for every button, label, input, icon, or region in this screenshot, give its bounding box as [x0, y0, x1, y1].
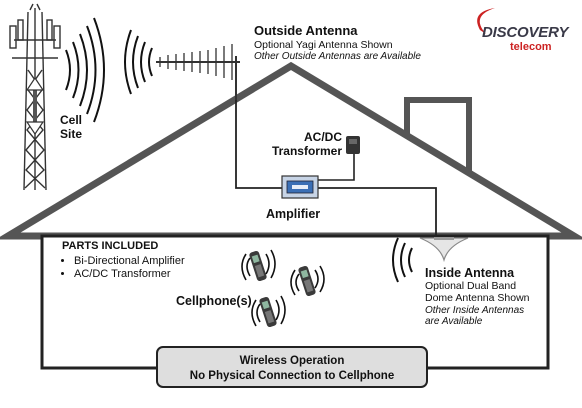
inside-antenna-line2: Dome Antenna Shown	[425, 292, 530, 305]
inside-antenna-title: Inside Antenna	[425, 266, 515, 280]
cell-site-arrow	[25, 76, 45, 136]
yagi-antenna	[156, 44, 240, 100]
dome-antenna	[419, 237, 469, 263]
outside-antenna-title: Outside Antenna	[254, 23, 358, 38]
transformer-cord	[318, 152, 355, 181]
outside-antenna-line1: Optional Yagi Antenna Shown	[254, 38, 393, 51]
logo-tagline: telecom	[510, 41, 552, 54]
wireless-line2: No Physical Connection to Cellphone	[189, 370, 395, 382]
transformer-line2: Transformer	[271, 143, 342, 158]
cellphone-waves	[241, 249, 325, 327]
outside-antenna-label: Outside Antenna Optional Yagi Antenna Sh…	[254, 23, 421, 63]
tower-signal-waves	[65, 17, 105, 123]
inside-antenna-cable	[318, 187, 437, 236]
parts-included: PARTS INCLUDED Bi-Directional Amplifier …	[62, 240, 185, 282]
inside-antenna-line4: are Available	[425, 316, 483, 327]
parts-list: Bi-Directional Amplifier AC/DC Transform…	[62, 255, 185, 281]
transformer-label: AC/DC Transformer	[262, 130, 342, 159]
amplifier-label: Amplifier	[266, 207, 321, 221]
cellphones-label: Cellphone(s)	[176, 294, 252, 308]
wireless-operation-box: Wireless Operation No Physical Connectio…	[156, 346, 428, 388]
cell-site-line2: Site	[60, 126, 83, 141]
transformer-line1: AC/DC	[304, 130, 342, 144]
logo-swoosh	[477, 8, 495, 34]
cellphone-1	[249, 250, 267, 282]
cell-tower	[9, 3, 61, 191]
inside-antenna-line3: Other Inside Antennas	[425, 304, 525, 316]
logo-name: DISCOVERY	[482, 24, 569, 41]
cellphone-3	[259, 296, 277, 328]
inside-antenna-label: Inside Antenna Optional Dual Band Dome A…	[425, 266, 530, 328]
transformer-device	[346, 136, 360, 154]
wireless-line1: Wireless Operation	[239, 355, 345, 367]
inside-antenna-line1: Optional Dual Band	[425, 280, 517, 293]
parts-item: AC/DC Transformer	[74, 268, 185, 281]
cell-site-label: Cell Site	[60, 113, 83, 142]
cellphone-2	[298, 265, 316, 297]
dome-signal-waves	[392, 237, 413, 283]
cell-site-line1: Cell	[60, 113, 83, 127]
logo: DISCOVERY telecom	[482, 24, 568, 54]
antenna-cable	[235, 100, 282, 189]
yagi-signal-waves	[124, 29, 153, 95]
outside-antenna-line2: Other Outside Antennas are Available	[254, 51, 421, 62]
parts-title: PARTS INCLUDED	[62, 240, 159, 252]
amplifier-device	[281, 175, 319, 199]
parts-item: Bi-Directional Amplifier	[74, 255, 185, 268]
